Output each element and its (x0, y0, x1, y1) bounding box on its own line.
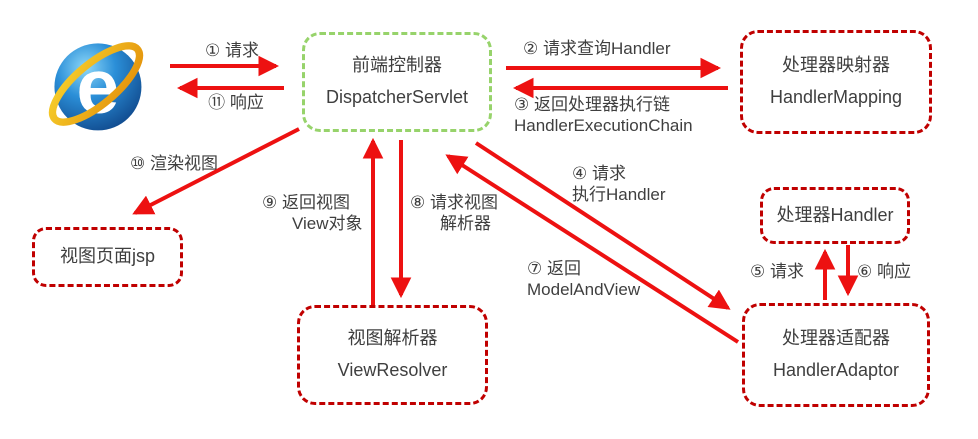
handler-mapping-box: 处理器映射器 HandlerMapping (740, 30, 932, 134)
dispatcher-title: 前端控制器 (352, 55, 442, 76)
handler-adaptor-box: 处理器适配器 HandlerAdaptor (742, 303, 930, 407)
label-step4: ④ 请求 执行Handler (572, 163, 666, 206)
label-step3: ③ 返回处理器执行链 HandlerExecutionChain (514, 94, 693, 137)
label-step4-line1: ④ 请求 (572, 164, 626, 183)
label-step9-line1: ⑨ 返回视图 (262, 193, 350, 212)
label-step11: ⑪ 响应 (208, 93, 264, 112)
ie-gold-ring (48, 42, 144, 126)
handler-adaptor-title: 处理器适配器 (782, 328, 890, 349)
label-step4-line2: 执行Handler (572, 185, 666, 205)
dispatcher-subtitle: DispatcherServlet (325, 87, 469, 107)
internet-explorer-icon: e (38, 26, 154, 142)
handler-box: 处理器Handler (760, 187, 910, 244)
label-step9: ⑨ 返回视图 View对象 (262, 192, 363, 235)
ie-sphere (54, 43, 142, 131)
handler-mapping-subtitle: HandlerMapping (769, 87, 903, 107)
view-resolver-title: 视图解析器 (347, 328, 438, 349)
view-resolver-box: 视图解析器 ViewResolver (297, 305, 488, 405)
label-step8-line1: ⑧ 请求视图 (410, 193, 498, 212)
label-step7-line2: ModelAndView (527, 280, 641, 300)
label-step7-line1: ⑦ 返回 (527, 259, 581, 278)
handler-adaptor-subtitle: HandlerAdaptor (772, 360, 900, 380)
jsp-page-title: 视图页面jsp (59, 246, 155, 267)
label-step1: ① 请求 (205, 41, 259, 60)
label-step6: ⑥ 响应 (857, 262, 911, 281)
label-step3-line2: HandlerExecutionChain (514, 116, 693, 136)
label-step7: ⑦ 返回 ModelAndView (527, 258, 640, 301)
handler-mapping-title: 处理器映射器 (782, 55, 890, 76)
label-step10: ⑩ 渲染视图 (130, 154, 218, 173)
label-step3-line1: ③ 返回处理器执行链 (514, 95, 670, 114)
dispatcher-servlet-box: 前端控制器 DispatcherServlet (302, 32, 492, 132)
label-step2: ② 请求查询Handler (523, 39, 671, 58)
jsp-page-box: 视图页面jsp (32, 227, 183, 287)
label-step8: ⑧ 请求视图 解析器 (410, 192, 498, 235)
label-step9-line2: View对象 (292, 214, 363, 234)
label-step5: ⑤ 请求 (750, 262, 804, 281)
handler-title: 处理器Handler (776, 204, 894, 225)
label-step8-line2: 解析器 (440, 214, 491, 234)
view-resolver-subtitle: ViewResolver (337, 360, 448, 380)
